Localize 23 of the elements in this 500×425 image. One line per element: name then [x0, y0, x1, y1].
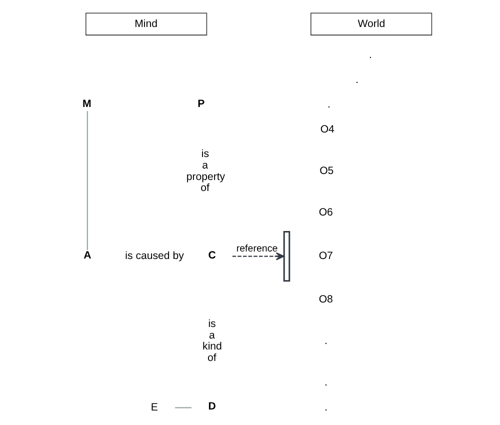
label: O7 — [318, 250, 332, 262]
node-text: M — [82, 98, 91, 110]
node-text: C — [208, 249, 216, 262]
node-text: D — [208, 400, 216, 413]
node-text: A — [83, 249, 91, 262]
label: . — [324, 401, 327, 414]
node-text: E — [150, 401, 158, 414]
label: O6 — [318, 206, 332, 219]
label: O8 — [318, 294, 332, 306]
label: . — [368, 48, 372, 61]
node-text: P — [197, 98, 204, 110]
label: is a kind of — [202, 318, 222, 364]
label: . — [324, 335, 327, 348]
label: . — [324, 376, 327, 389]
edge-label: reference — [236, 243, 278, 254]
label: is a property of — [186, 148, 225, 194]
label: Mind — [134, 18, 158, 30]
label: World — [357, 18, 385, 30]
label: O5 — [319, 165, 334, 178]
label: . — [327, 98, 330, 111]
label: is caused by — [124, 250, 184, 262]
label: O4 — [320, 124, 334, 136]
label: . — [354, 74, 358, 86]
